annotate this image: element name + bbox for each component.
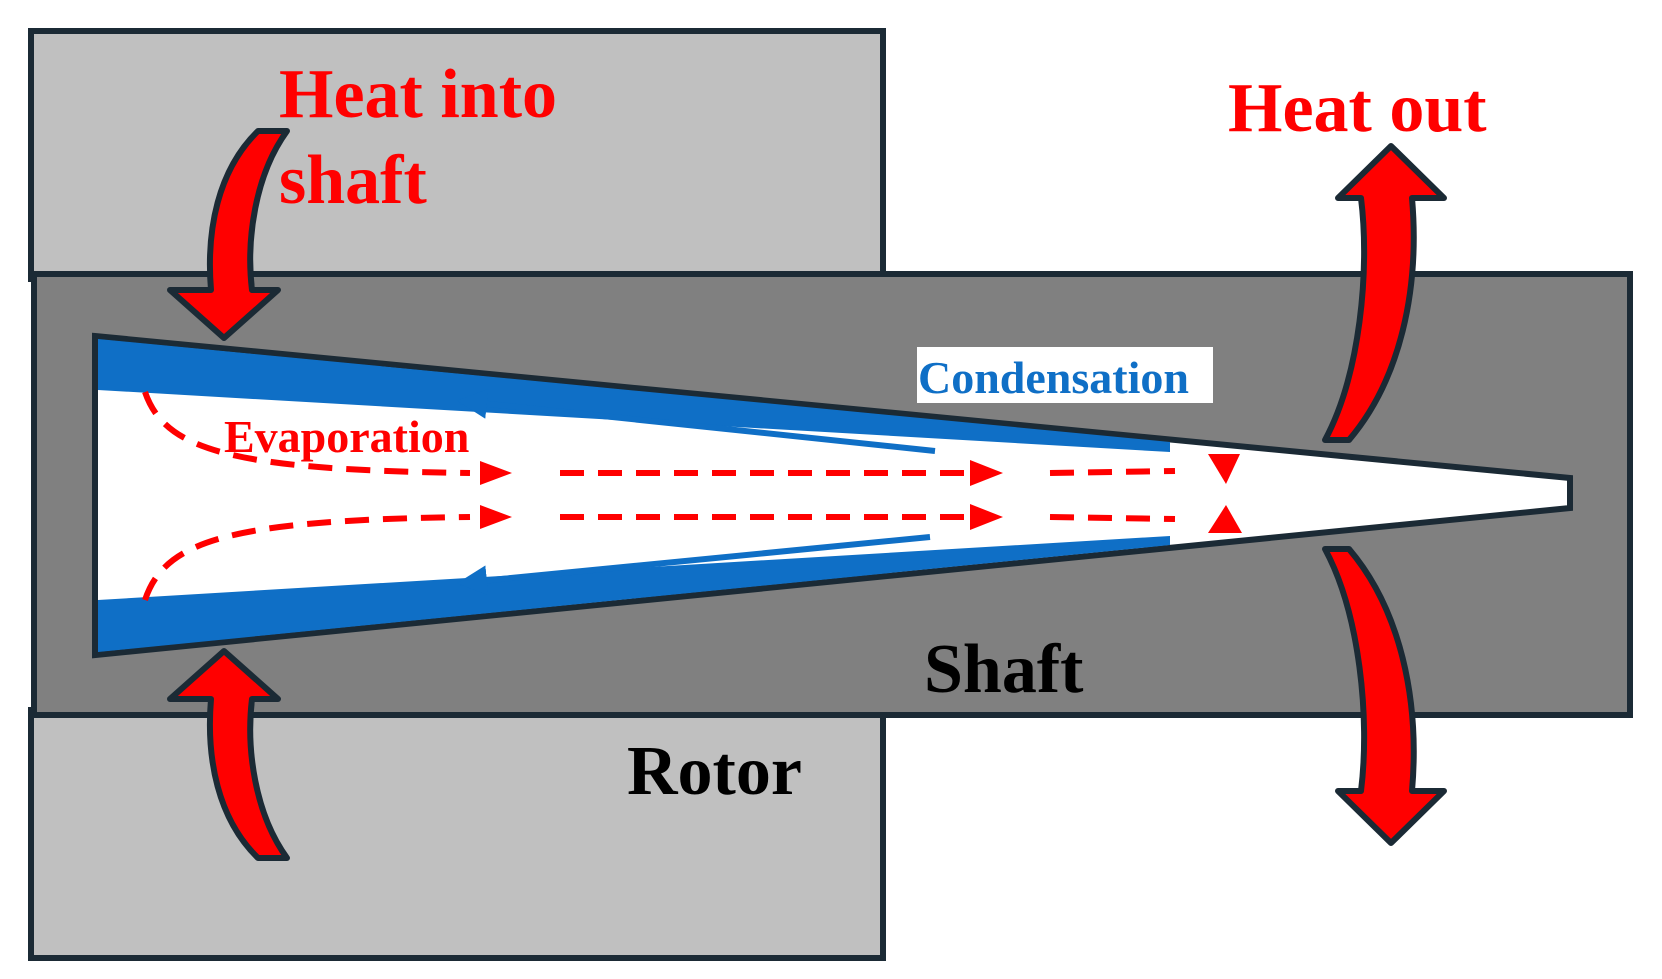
heat-out-label: Heat out xyxy=(1228,70,1487,147)
condensate-return-arrow-bottom xyxy=(457,534,931,596)
vapor-arrowhead-condense-bottom xyxy=(1208,505,1242,533)
condensate-return-arrow-top xyxy=(457,388,936,454)
evaporation-label: Evaporation xyxy=(224,411,469,462)
liquid-film-top xyxy=(98,339,1170,452)
rotor-label: Rotor xyxy=(627,733,802,810)
vapor-line-top-2 xyxy=(1049,468,1176,476)
heat-out-arrow-bottom xyxy=(1322,546,1447,846)
vapor-arrowhead-top-2 xyxy=(970,460,1003,486)
heat-in-label-line1: Heat into xyxy=(279,56,557,133)
vapor-curve-top xyxy=(142,391,471,476)
vapor-arrowhead-bottom-2 xyxy=(970,504,1003,530)
heat-in-arrow-top xyxy=(167,128,290,341)
condensation-label-bg xyxy=(917,347,1213,403)
liquid-film-bottom xyxy=(98,536,1170,652)
shaft-label: Shaft xyxy=(924,631,1083,708)
vapor-arrowhead-top-1 xyxy=(480,461,512,485)
heat-in-label-line2: shaft xyxy=(279,142,427,219)
rotor-top-block xyxy=(28,28,886,282)
condensation-label: Condensation xyxy=(918,352,1189,403)
rotor-bottom-block xyxy=(28,707,886,961)
vapor-arrowhead-bottom-1 xyxy=(480,505,512,529)
heat-out-arrow-top xyxy=(1322,143,1447,443)
heat-in-arrow-bottom xyxy=(167,648,290,861)
vapor-arrowhead-condense-top xyxy=(1208,454,1240,484)
vapor-curve-bottom xyxy=(142,514,471,601)
vapor-line-bottom-2 xyxy=(1049,514,1176,522)
